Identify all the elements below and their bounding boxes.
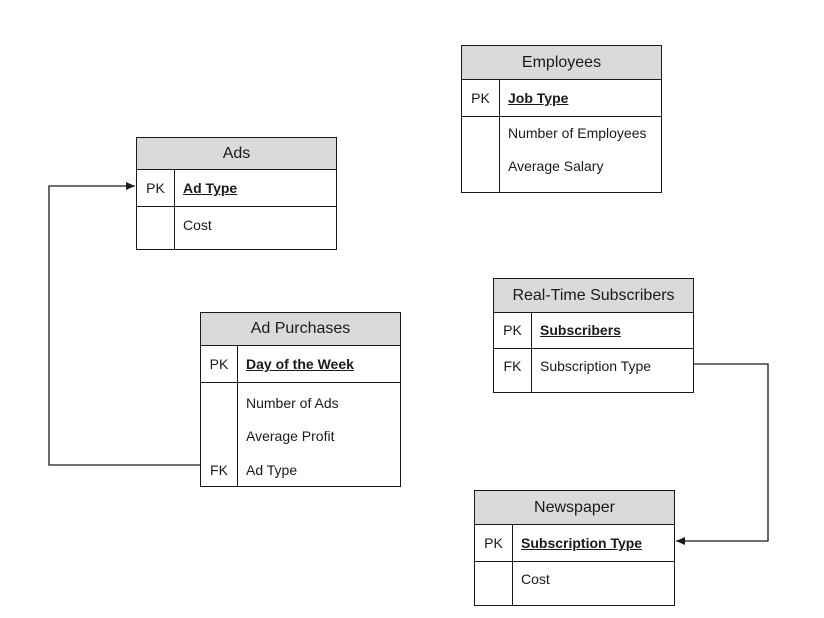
key-column — [462, 117, 500, 192]
entity-title-text: Real-Time Subscribers — [512, 286, 675, 304]
entity-ad-purchases[interactable]: Ad Purchases PK Day of the Week FK Numbe… — [200, 312, 401, 487]
pk-row: PK Subscription Type — [475, 525, 674, 562]
pk-field: Subscribers — [540, 322, 621, 338]
field-column: Number of Employees Average Salary — [500, 117, 661, 192]
key-column: PK — [494, 313, 532, 348]
fk-label: FK — [210, 462, 228, 478]
fk-field: Ad Type — [246, 462, 298, 478]
field-column: Ad Type — [175, 170, 336, 206]
attribute-row: Cost — [137, 207, 336, 249]
attribute-row: Cost — [475, 562, 674, 605]
field-item: Average Profit — [246, 428, 335, 444]
field-column: Cost — [513, 562, 674, 605]
entity-realtime-subscribers[interactable]: Real-Time Subscribers PK Subscribers FK … — [493, 278, 694, 393]
field-item: Average Salary — [508, 158, 604, 174]
key-column — [137, 207, 175, 249]
field-column: Number of Ads Average Profit Ad Type — [238, 383, 400, 486]
entity-title: Ads — [137, 138, 336, 170]
pk-row: PK Day of the Week — [201, 346, 400, 383]
entity-title-text: Ads — [222, 144, 251, 162]
pk-label: PK — [209, 356, 229, 372]
field-column: Job Type — [500, 80, 661, 116]
fk-label: FK — [503, 358, 522, 374]
entity-title: Newspaper — [475, 491, 674, 525]
key-column: PK — [475, 525, 513, 561]
key-column — [475, 562, 513, 605]
entity-ads[interactable]: Ads PK Ad Type Cost — [136, 137, 337, 250]
field-column: Day of the Week — [238, 346, 400, 382]
field-item: Number of Employees — [508, 125, 647, 141]
entity-title-text: Ad Purchases — [250, 320, 351, 337]
edge-ad-purchases-to-ads — [48, 182, 200, 466]
fk-row: FK Subscription Type — [494, 349, 693, 392]
pk-row: PK Job Type — [462, 80, 661, 117]
key-column: PK — [137, 170, 175, 206]
pk-field: Subscription Type — [521, 535, 643, 551]
field-column: Subscribers — [532, 313, 693, 348]
entity-employees[interactable]: Employees PK Job Type Number of Employee… — [461, 45, 662, 193]
key-column: FK — [494, 349, 532, 392]
field-item: Cost — [521, 571, 550, 587]
field-item: Number of Ads — [246, 395, 339, 411]
entity-newspaper[interactable]: Newspaper PK Subscription Type Cost — [474, 490, 675, 606]
pk-row: PK Subscribers — [494, 313, 693, 349]
entity-title: Ad Purchases — [201, 313, 400, 346]
key-column: FK — [201, 383, 238, 486]
field-item: Cost — [183, 217, 212, 233]
pk-label: PK — [503, 322, 522, 338]
pk-label: PK — [146, 180, 165, 196]
pk-field: Job Type — [508, 90, 569, 106]
field-column: Cost — [175, 207, 336, 249]
attribute-row: FK Number of Ads Average Profit Ad Type — [201, 383, 400, 486]
pk-field: Day of the Week — [246, 356, 354, 372]
edge-subscribers-to-newspaper — [676, 363, 769, 545]
pk-field: Ad Type — [183, 180, 238, 196]
pk-label: PK — [471, 90, 490, 106]
entity-title: Employees — [462, 46, 661, 80]
attribute-row: Number of Employees Average Salary — [462, 117, 661, 192]
fk-field: Subscription Type — [540, 358, 652, 374]
key-column: PK — [201, 346, 238, 382]
entity-title-text: Newspaper — [534, 498, 615, 516]
field-column: Subscription Type — [513, 525, 674, 561]
pk-row: PK Ad Type — [137, 170, 336, 207]
key-column: PK — [462, 80, 500, 116]
entity-title: Real-Time Subscribers — [494, 279, 693, 313]
pk-label: PK — [484, 535, 503, 551]
entity-title-text: Employees — [521, 53, 602, 71]
field-column: Subscription Type — [532, 349, 693, 392]
